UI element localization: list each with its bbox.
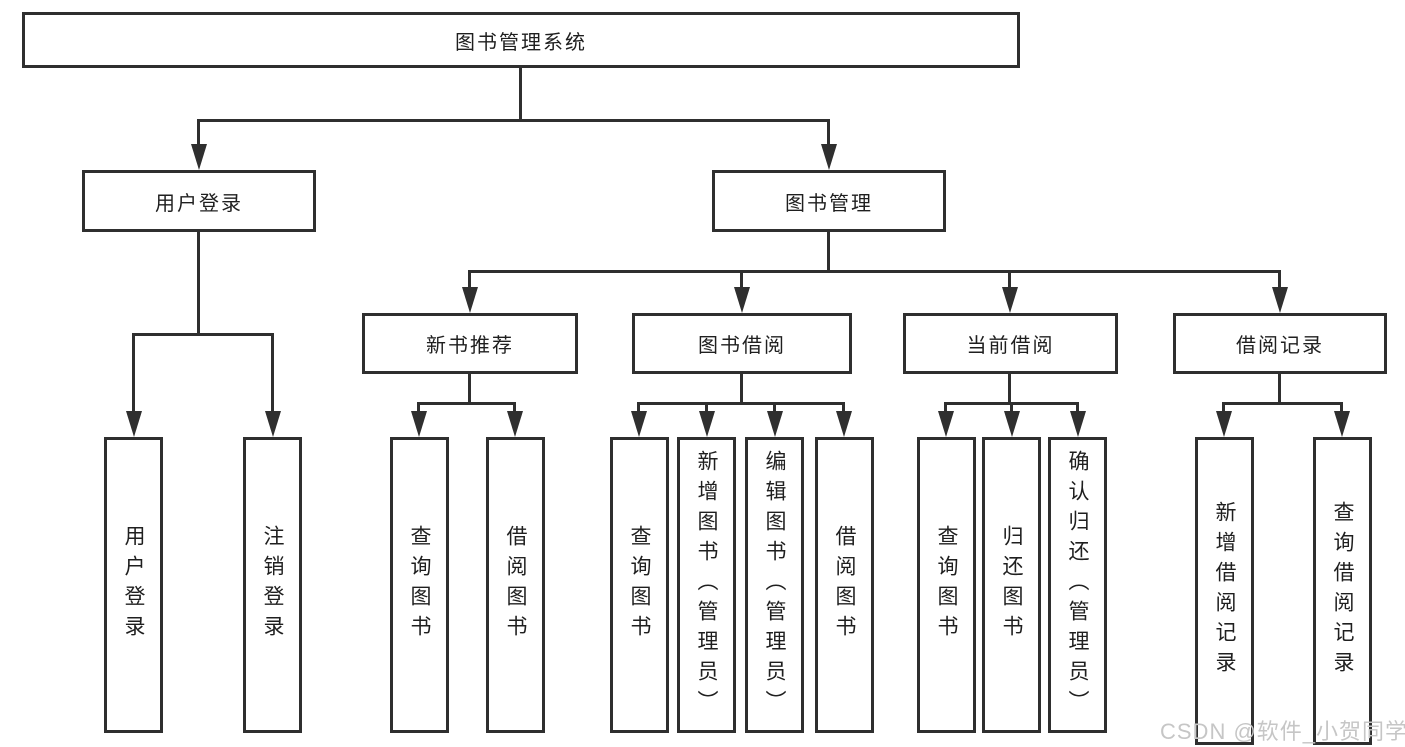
leaf-user-login: 用户登录 bbox=[104, 437, 163, 733]
leaf-borrow-book-2-label: 借阅图书 bbox=[833, 525, 856, 645]
node-new-book-recommend-label: 新书推荐 bbox=[426, 335, 514, 357]
leaf-add-book-admin: 新增图书（管理员） bbox=[677, 437, 736, 733]
leaf-add-borrow-record-label: 新增借阅记录 bbox=[1213, 501, 1236, 681]
connector-line bbox=[944, 402, 947, 414]
connector-line bbox=[773, 402, 776, 414]
connector-line bbox=[1278, 270, 1281, 289]
arrowhead-down-icon bbox=[462, 287, 478, 313]
connector-line bbox=[271, 333, 274, 413]
connector-line bbox=[1008, 374, 1011, 405]
node-book-management-label: 图书管理 bbox=[785, 192, 873, 215]
connector-line bbox=[1222, 402, 1225, 414]
connector-line bbox=[637, 402, 640, 414]
connector-line bbox=[1340, 402, 1343, 414]
connector-line bbox=[842, 402, 845, 414]
connector-line bbox=[132, 333, 135, 413]
node-borrow-records-label: 借阅记录 bbox=[1236, 335, 1324, 357]
arrowhead-down-icon bbox=[507, 411, 523, 437]
node-current-borrowing: 当前借阅 bbox=[903, 313, 1118, 374]
watermark: CSDN @软件_小贺同学 bbox=[1160, 719, 1405, 744]
node-user-login: 用户登录 bbox=[82, 170, 316, 232]
leaf-edit-book-admin-label: 编辑图书（管理员） bbox=[763, 450, 786, 720]
leaf-logout: 注销登录 bbox=[243, 437, 302, 733]
leaf-query-borrow-record-label: 查询借阅记录 bbox=[1331, 501, 1354, 681]
connector-line bbox=[513, 402, 516, 414]
connector-line bbox=[417, 402, 420, 414]
arrowhead-down-icon bbox=[767, 411, 783, 437]
connector-line bbox=[519, 68, 522, 121]
connector-line bbox=[827, 232, 830, 272]
leaf-borrow-book-1-label: 借阅图书 bbox=[504, 525, 527, 645]
connector-line bbox=[468, 374, 471, 405]
arrowhead-down-icon bbox=[1004, 411, 1020, 437]
arrowhead-down-icon bbox=[126, 411, 142, 437]
connector-line bbox=[827, 119, 830, 146]
connector-line bbox=[1222, 402, 1343, 405]
connector-line bbox=[468, 270, 471, 289]
arrowhead-down-icon bbox=[265, 411, 281, 437]
leaf-query-borrow-record: 查询借阅记录 bbox=[1313, 437, 1372, 745]
node-current-borrowing-label: 当前借阅 bbox=[966, 335, 1055, 357]
arrowhead-down-icon bbox=[411, 411, 427, 437]
node-root-label: 图书管理系统 bbox=[455, 31, 587, 54]
node-book-management: 图书管理 bbox=[712, 170, 946, 232]
arrowhead-down-icon bbox=[191, 144, 207, 170]
node-book-borrowing-label: 图书借阅 bbox=[698, 335, 786, 357]
arrowhead-down-icon bbox=[1272, 287, 1288, 313]
leaf-confirm-return-admin-label: 确认归还（管理员） bbox=[1066, 450, 1089, 720]
node-user-login-label: 用户登录 bbox=[155, 192, 243, 215]
connector-line bbox=[1008, 270, 1011, 289]
leaf-query-book-1: 查询图书 bbox=[390, 437, 449, 733]
arrowhead-down-icon bbox=[1216, 411, 1232, 437]
connector-line bbox=[468, 270, 1281, 273]
leaf-edit-book-admin: 编辑图书（管理员） bbox=[745, 437, 804, 733]
leaf-logout-label: 注销登录 bbox=[261, 525, 284, 645]
node-book-borrowing: 图书借阅 bbox=[632, 313, 852, 374]
connector-line bbox=[197, 119, 200, 146]
leaf-query-book-3: 查询图书 bbox=[917, 437, 976, 733]
node-root-book-management-system: 图书管理系统 bbox=[22, 12, 1020, 68]
connector-line bbox=[1278, 374, 1281, 405]
leaf-query-book-1-label: 查询图书 bbox=[408, 525, 431, 645]
connector-line bbox=[197, 119, 830, 122]
leaf-return-book-label: 归还图书 bbox=[1000, 525, 1023, 645]
leaf-confirm-return-admin: 确认归还（管理员） bbox=[1048, 437, 1107, 733]
arrowhead-down-icon bbox=[938, 411, 954, 437]
arrowhead-down-icon bbox=[836, 411, 852, 437]
connector-line bbox=[705, 402, 708, 414]
connector-line bbox=[417, 402, 516, 405]
leaf-borrow-book-1: 借阅图书 bbox=[486, 437, 545, 733]
connector-line bbox=[1010, 402, 1013, 414]
arrowhead-down-icon bbox=[1334, 411, 1350, 437]
leaf-query-book-2-label: 查询图书 bbox=[628, 525, 651, 645]
leaf-add-borrow-record: 新增借阅记录 bbox=[1195, 437, 1254, 745]
arrowhead-down-icon bbox=[631, 411, 647, 437]
leaf-query-book-2: 查询图书 bbox=[610, 437, 669, 733]
connector-line bbox=[132, 333, 274, 336]
arrowhead-down-icon bbox=[1070, 411, 1086, 437]
connector-line bbox=[740, 374, 743, 405]
leaf-query-book-3-label: 查询图书 bbox=[935, 525, 958, 645]
leaf-borrow-book-2: 借阅图书 bbox=[815, 437, 874, 733]
connector-line bbox=[1076, 402, 1079, 414]
leaf-return-book: 归还图书 bbox=[982, 437, 1041, 733]
arrowhead-down-icon bbox=[699, 411, 715, 437]
node-borrow-records: 借阅记录 bbox=[1173, 313, 1387, 374]
arrowhead-down-icon bbox=[1002, 287, 1018, 313]
connector-line bbox=[740, 270, 743, 289]
arrowhead-down-icon bbox=[821, 144, 837, 170]
connector-line bbox=[197, 232, 200, 335]
node-new-book-recommend: 新书推荐 bbox=[362, 313, 578, 374]
leaf-user-login-label: 用户登录 bbox=[122, 525, 145, 645]
leaf-add-book-admin-label: 新增图书（管理员） bbox=[695, 450, 718, 720]
connector-line bbox=[637, 402, 845, 405]
arrowhead-down-icon bbox=[734, 287, 750, 313]
